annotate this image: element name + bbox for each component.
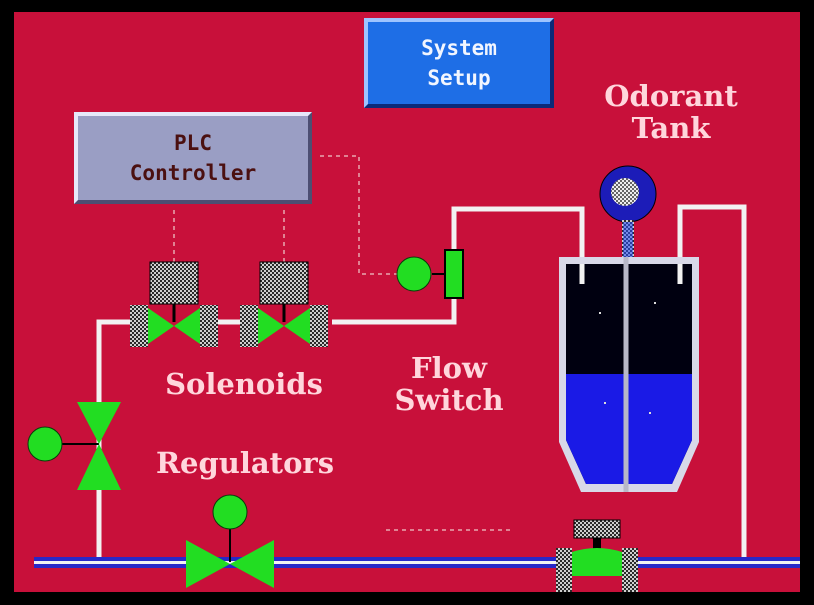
main-gas-line bbox=[34, 557, 800, 568]
solenoids-label: Solenoids bbox=[165, 367, 323, 401]
flow-switch[interactable] bbox=[396, 249, 464, 299]
flow-switch-indicator-icon bbox=[396, 256, 432, 292]
solenoid-actuator-2-icon bbox=[259, 261, 309, 305]
solenoid-valve-2[interactable] bbox=[240, 261, 328, 347]
regulator-vertical[interactable] bbox=[27, 402, 121, 490]
process-diagram bbox=[27, 155, 800, 592]
odorant-liquid bbox=[566, 374, 692, 484]
system-setup-button[interactable]: System Setup bbox=[364, 18, 554, 108]
regulators-label: Regulators bbox=[155, 446, 335, 480]
odorant-tank bbox=[559, 165, 699, 492]
solenoid-actuator-1-icon bbox=[149, 261, 199, 305]
plc-controller-button[interactable]: PLC Controller bbox=[74, 112, 312, 204]
hmi-screen: System Setup PLC Controller Odorant Tank… bbox=[14, 12, 800, 592]
injector-valve[interactable] bbox=[556, 519, 638, 592]
injector-actuator-icon bbox=[573, 519, 621, 539]
control-signal-lines bbox=[173, 155, 512, 531]
solenoid-valve-1[interactable] bbox=[130, 261, 218, 347]
regulator-main-pilot-icon bbox=[212, 494, 248, 530]
regulator-main-line[interactable] bbox=[186, 494, 274, 588]
regulator-pilot-icon bbox=[27, 426, 63, 462]
flow-switch-label: Flow Switch bbox=[394, 351, 504, 417]
odorant-tank-label: Odorant Tank bbox=[604, 79, 738, 145]
